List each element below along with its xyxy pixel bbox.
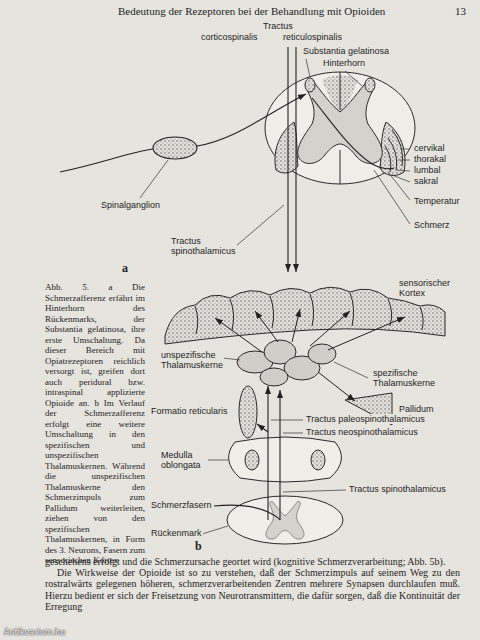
panel-letter: a xyxy=(122,262,128,276)
leader-lines-b xyxy=(202,526,228,534)
leader-lines-a xyxy=(306,59,310,77)
cortex-band xyxy=(420,307,423,330)
tract-label: Tractus xyxy=(262,21,294,31)
segment-label: sakral xyxy=(413,176,439,186)
thalamus-nuclei xyxy=(308,344,336,364)
medulla-and-cord-b xyxy=(266,501,304,539)
projection-arrows xyxy=(318,372,355,401)
thalamus-nuclei xyxy=(260,368,288,386)
nerve-and-tracts-a xyxy=(295,47,296,272)
leader-lines-b xyxy=(208,460,228,461)
structure-label: Substantia gelatinosa xyxy=(302,46,390,56)
nerve-and-tracts-a xyxy=(312,98,394,169)
leader-lines-a xyxy=(140,160,168,198)
spinal-cord-section-a xyxy=(365,78,375,92)
structure-label: Medulla oblongata xyxy=(160,450,202,471)
projection-arrows xyxy=(310,311,350,346)
spinal-cord-section-a xyxy=(275,122,298,173)
watermark: Antikvarium.hu xyxy=(4,628,65,637)
tract-label: Tractus spinothalamicus xyxy=(170,236,237,257)
structure-label: Pallidum xyxy=(398,404,435,414)
cortex-band xyxy=(230,299,234,330)
leader-lines-a xyxy=(374,170,410,224)
leader-lines-b xyxy=(283,433,303,434)
projection-arrows xyxy=(328,317,405,350)
structure-label: Spinalganglion xyxy=(100,200,161,210)
structure-label: unspezifische Thalamuskerne xyxy=(160,350,224,371)
modality-label: Temperatur xyxy=(413,196,461,206)
structure-label: Rückenmark xyxy=(150,528,203,538)
leader-lines-b xyxy=(202,358,368,534)
thalamus-nuclei xyxy=(239,386,257,438)
structure-label: sensorischer Kortex xyxy=(398,278,451,299)
ascending-tracts-b xyxy=(279,390,280,520)
ascending-tracts-b xyxy=(257,424,268,432)
nerve-and-tracts-a xyxy=(60,149,153,172)
spinal-cord-section-a xyxy=(340,72,341,110)
running-header: Bedeutung der Rezeptoren bei der Behandl… xyxy=(118,5,385,18)
panel-letter: b xyxy=(195,540,202,554)
body-text: Die Wirkweise der Opioide ist so zu vers… xyxy=(45,567,460,612)
segment-label: cervikal xyxy=(413,143,446,153)
nerve-and-tracts-a xyxy=(153,137,197,159)
ascending-tracts-b xyxy=(214,505,280,520)
segment-label: lumbal xyxy=(413,165,442,175)
tract-label: Tractus paleospinothalamicus xyxy=(305,414,426,424)
projection-arrows xyxy=(215,318,262,352)
tract-label: reticulospinalis xyxy=(282,32,343,42)
leader-lines-b xyxy=(223,358,240,360)
leader-lines-a xyxy=(398,160,410,161)
nerve-and-tracts-a xyxy=(287,47,288,272)
page-number: 13 xyxy=(455,5,466,18)
cortex-band xyxy=(388,299,392,326)
body-text: geschehens erfolgt und die Schmerzursach… xyxy=(45,556,460,567)
modality-label: Schmerz xyxy=(413,220,451,230)
medulla-and-cord-b xyxy=(227,496,343,544)
segment-label: thorakal xyxy=(413,154,447,164)
leader-lines-b xyxy=(334,362,368,378)
structure-label: Hinterhorn xyxy=(322,58,366,68)
medulla-and-cord-b xyxy=(245,450,259,470)
structure-label: Schmerzfasern xyxy=(150,500,213,510)
cortex-band xyxy=(270,296,274,328)
figure-caption: Abb. 5. a Die Schmerzafferenz erfährt im… xyxy=(45,282,145,566)
cortex-band xyxy=(310,294,314,326)
spinal-cord-section-a xyxy=(305,78,315,92)
nerve-and-tracts-a xyxy=(60,47,394,272)
leader-lines-a xyxy=(401,149,410,150)
structure-label: Formatio reticularis xyxy=(150,406,229,416)
leader-lines-a xyxy=(396,170,410,171)
leader-lines-a xyxy=(345,71,362,86)
tract-label: Tractus spinothalamicus xyxy=(348,484,447,494)
tract-label: Tractus neospinothalamicus xyxy=(305,427,419,437)
projection-arrows xyxy=(255,311,278,342)
cortex-band xyxy=(350,293,354,326)
leader-lines-b xyxy=(283,490,346,492)
nerve-and-tracts-a xyxy=(197,94,306,146)
leader-lines-a xyxy=(140,59,410,246)
spinal-cord-section-a xyxy=(340,150,341,184)
tract-label: corticospinalis xyxy=(200,32,259,42)
leader-lines-b xyxy=(271,420,303,421)
structure-label: spezifische Thalamuskerne xyxy=(372,368,436,389)
cortex-band xyxy=(195,306,198,334)
ascending-tracts-b xyxy=(267,386,268,520)
leader-lines-a xyxy=(236,205,284,246)
projection-arrows xyxy=(292,309,300,342)
medulla-and-cord-b xyxy=(229,437,342,482)
medulla-and-cord-b xyxy=(311,450,325,470)
